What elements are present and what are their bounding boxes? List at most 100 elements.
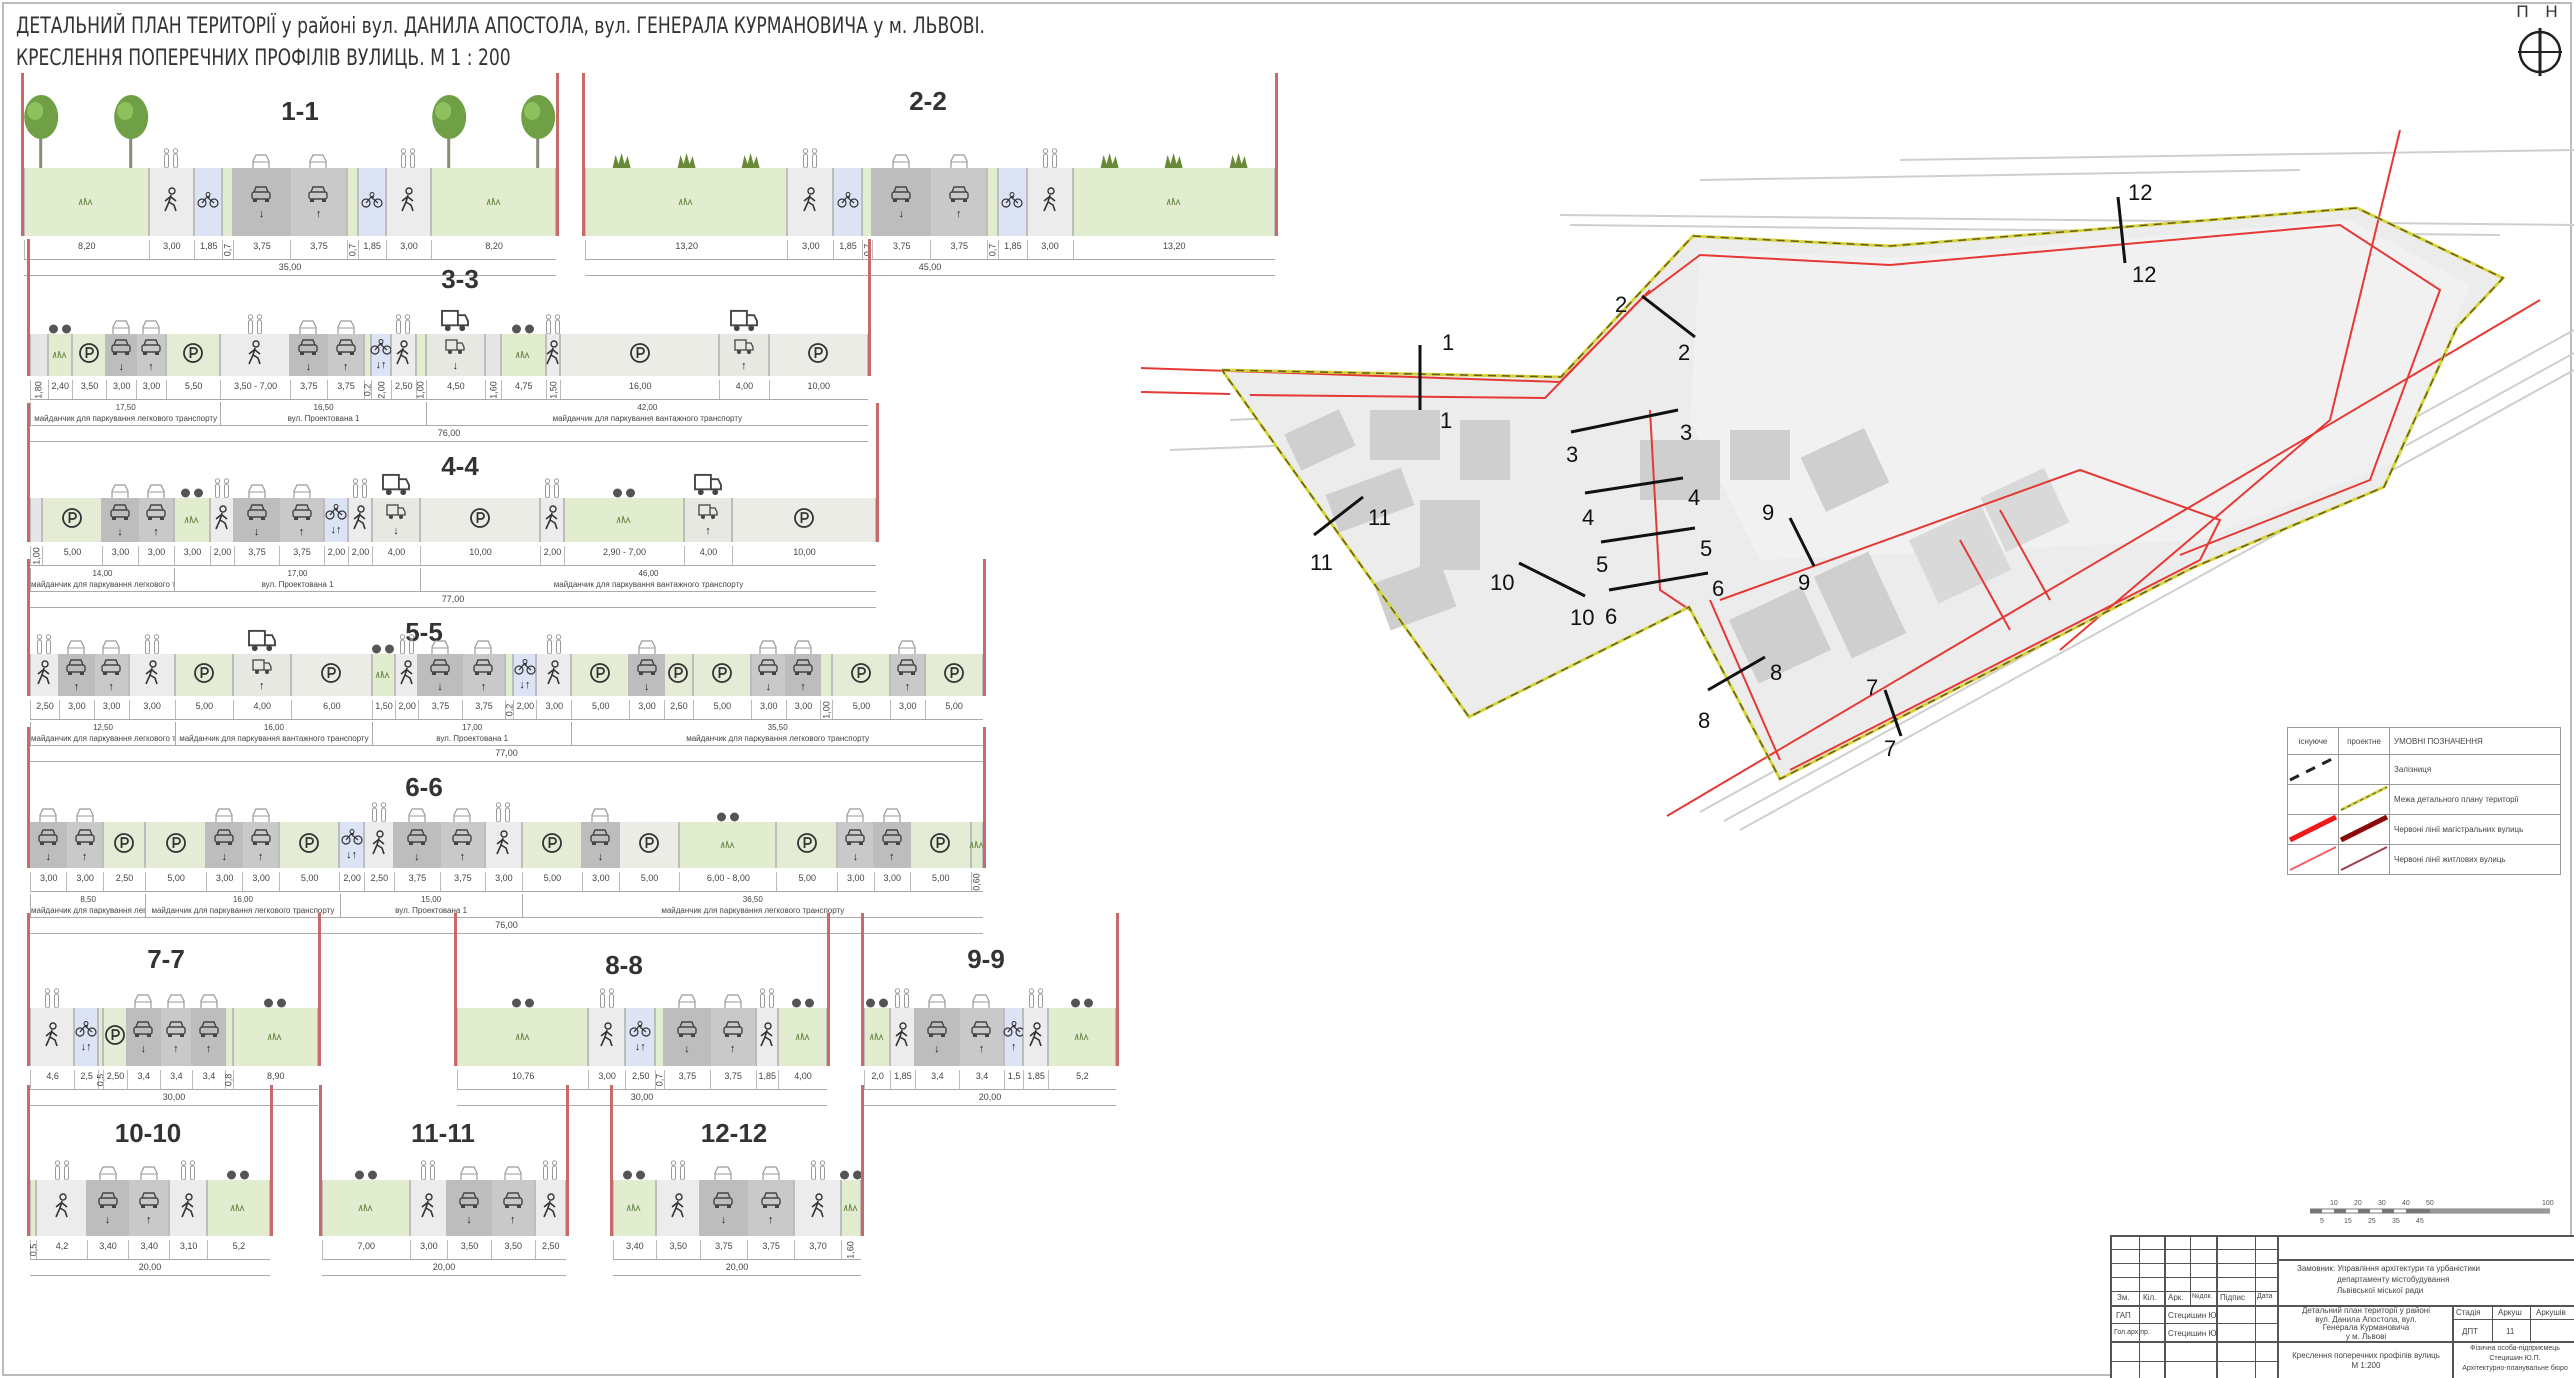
tb-project: Генерала Курмановича [2322,1323,2410,1332]
tb-role: ГАП [2116,1311,2131,1320]
dimension-label-cell: 0,7 [861,240,873,259]
scale-tick: 30 [2378,1200,2386,1207]
pedestrian-icon [212,504,232,536]
above-ground-decor [890,154,912,168]
dimension-label-cell: 8,90 [232,1070,318,1089]
above-ground-decor [297,320,319,334]
dimension-label: 1,85 [1004,241,1022,251]
dimension-label-cell: 2,5 [74,1070,98,1089]
pedestrian-icon [42,1021,62,1053]
dimension-label: 3,00 [794,701,813,711]
lane-car: ↓ [837,808,874,868]
subtotal-value: 36,50 [742,895,763,904]
above-ground-decor [250,808,272,822]
title-block: Зм. Кіл. Арк. №док. Підпис Дата ГАП Стец… [2110,1235,2574,1378]
dimension-label-cell: 3,00 [102,546,138,565]
above-ground-decor [757,640,779,654]
dimension-label: 2,00 [543,547,562,557]
lane-car: ↑ [58,640,94,696]
lane-car: ↓ [699,1166,748,1236]
above-ground-decor [496,802,511,822]
dimension-label-cell: 3,00 [58,700,94,719]
section-label: 7 [1866,675,1878,700]
car-icon [676,1019,698,1044]
above-ground-decor [839,1170,862,1180]
dimension-label: 5,50 [184,381,203,391]
arrow-up-icon: ↑ [459,851,466,863]
dimension-label-cell: 3,50 [490,1240,535,1259]
tb-stage: ДПТ [2462,1327,2479,1336]
dimension-label: 3,75 [892,241,911,251]
dimension-label-cell: 8,20 [24,240,149,259]
dimension-label-cell: 0,7 [987,240,998,259]
dimension-label: 5,00 [713,701,732,711]
car-icon [100,657,122,682]
above-ground-decor [181,488,204,498]
tb-sheet: 11 [2506,1327,2515,1336]
lane-green [564,488,684,542]
dimension-label: 8,20 [485,241,503,251]
above-ground-decor [307,154,329,168]
dimension-label-cell: 1,85 [890,1070,914,1089]
dimension-label: 0,7 [347,243,358,256]
lane-car: ↑ [709,994,756,1066]
lane-parkg [732,498,876,542]
dimension-label-cell: 1,60 [840,1240,861,1259]
subtotal-caption: майданчик для паркування вантажного тран… [552,414,743,423]
dimension-label: 5,00 [63,547,82,557]
scale-tick: 45 [2416,1218,2424,1225]
lane-park [145,822,206,868]
dimension-label-cell: 3,75 [279,546,324,565]
above-ground-decor [760,1166,782,1180]
dimension-label: 2,50 [542,1241,560,1251]
red-line-marker [21,73,24,236]
arrow-up-icon: ↑ [298,526,305,538]
dimension-label: 2,00 [376,380,386,399]
grass-icon [52,346,68,364]
lane-park [102,1008,127,1066]
tb-org: Фізична особа-підприємець [2470,1345,2560,1352]
dimension-label: 1,85 [1027,1071,1045,1081]
dimension-label: 1,00 [821,700,832,719]
subtotal-value: 35,50 [767,723,788,732]
dimension-label: 3,00 [163,241,181,251]
subtotal-caption: вул. Проектована 1 [261,580,334,589]
lane-car: ↓ [394,808,440,868]
dimension-label: 2,50 [631,1071,650,1081]
lane-gray [30,498,42,542]
lane-park [278,822,340,868]
dimension-label-cell: 5,00 [831,700,890,719]
lane-car: ↓ [582,808,619,868]
dimension-label-cell: 2,0 [864,1070,890,1089]
arrow-up-icon: ↑ [259,680,265,692]
above-ground-decor [511,998,534,1008]
arrow-down-icon: ↓ [393,525,399,537]
dimension-label-cell: 2,00 [348,546,372,565]
above-ground-decor [545,314,561,334]
lane-car: ↑ [128,1166,170,1236]
subtotal-caption: майданчик для паркування легкового транс… [151,906,335,915]
lane-walk [755,988,779,1066]
above-ground-decor [399,634,414,654]
lane-truck: ↓ [372,473,420,542]
lane-car: ↓ [205,808,243,868]
above-ground-decor [214,478,230,498]
subtotal-value: 16,50 [313,403,334,412]
dimension-label-cell: 0,7 [655,1070,665,1089]
total-width: 77,00 [30,748,983,762]
pedestrian-icon [757,1021,777,1053]
section-label: 6 [1712,576,1724,601]
bicycle-icon [836,191,859,213]
subtotal-value: 14,00 [92,569,113,578]
dimension-label: 3,00 [420,1241,438,1251]
dimension-label-cell: 0,2 [504,700,514,719]
above-ground-decor [198,994,220,1008]
above-ground-decor [109,484,131,498]
tb-col: Дата [2257,1293,2273,1300]
dimension-label: 4,00 [794,1071,812,1081]
above-ground-decor [866,998,889,1008]
cross-section-band: ↓↑↓↑↓↑↓↑ [30,473,876,542]
